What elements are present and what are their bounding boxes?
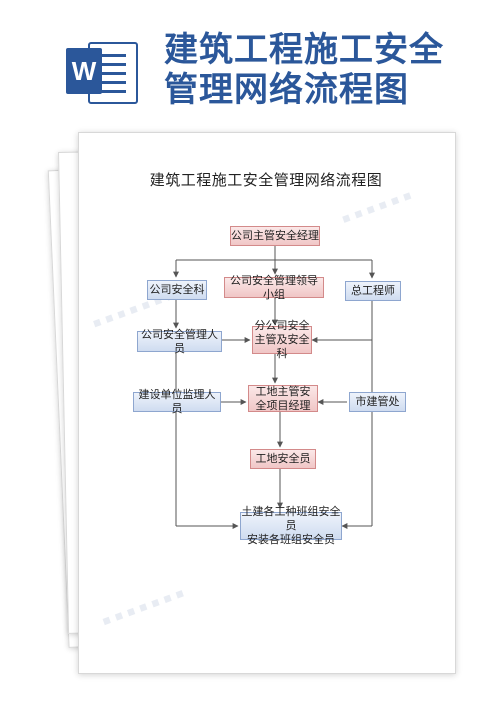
text-line-shape bbox=[96, 90, 126, 93]
node-company-safety-staff: 公司安全管理人员 bbox=[137, 328, 222, 355]
text-line-shape bbox=[96, 81, 126, 84]
header-title-line-1: 建筑工程施工安全 bbox=[164, 30, 444, 70]
node-safety-leading-group: 公司安全管理领导小组 bbox=[224, 274, 324, 301]
word-document-icon: W bbox=[66, 38, 138, 104]
node-label: 公司安全科 bbox=[149, 283, 205, 296]
node-label-line-2: 安装各班组安全员 bbox=[247, 533, 335, 546]
header-title-line-2: 管理网络流程图 bbox=[164, 70, 409, 110]
node-supervisor: 建设单位监理人员 bbox=[133, 388, 221, 415]
node-label: 公司主管安全经理 bbox=[231, 229, 319, 242]
node-site-safety-officer: 工地安全员 bbox=[250, 449, 316, 469]
word-logo-letter: W bbox=[66, 48, 102, 94]
node-label-line-2: 主管及安全科 bbox=[254, 333, 310, 360]
node-label: 公司安全管理人员 bbox=[141, 327, 218, 355]
node-label: 市建管处 bbox=[355, 395, 400, 408]
node-site-project-manager: 工地主管安 全项目经理 bbox=[248, 385, 318, 412]
text-line-shape bbox=[96, 54, 126, 57]
node-label-line-2: 全项目经理 bbox=[255, 398, 311, 412]
node-company-safety-manager: 公司主管安全经理 bbox=[230, 226, 320, 246]
document-title: 建筑工程施工安全管理网络流程图 bbox=[149, 171, 383, 189]
node-label-line-1: 土建各工种班组安全员 bbox=[241, 505, 341, 532]
text-line-shape bbox=[96, 72, 126, 75]
node-label-line-1: 工地主管安 bbox=[255, 384, 311, 398]
node-team-safety-officers: 土建各工种班组安全员 安装各班组安全员 bbox=[240, 505, 342, 546]
node-branch-safety: 分公司安全 主管及安全科 bbox=[252, 319, 312, 360]
node-label: 建设单位监理人员 bbox=[138, 388, 216, 415]
header: W 建筑工程施工安全 管理网络流程图 bbox=[0, 0, 500, 120]
node-company-safety-dept: 公司安全科 bbox=[147, 280, 207, 300]
node-chief-engineer: 总工程师 bbox=[345, 281, 401, 301]
node-city-construction-office: 市建管处 bbox=[349, 392, 406, 412]
node-label-line-1: 分公司安全 bbox=[254, 319, 310, 332]
node-label: 总工程师 bbox=[351, 284, 395, 297]
text-line-shape bbox=[96, 63, 126, 66]
node-label: 工地安全员 bbox=[255, 452, 311, 465]
node-label: 公司安全管理领导小组 bbox=[230, 273, 318, 301]
